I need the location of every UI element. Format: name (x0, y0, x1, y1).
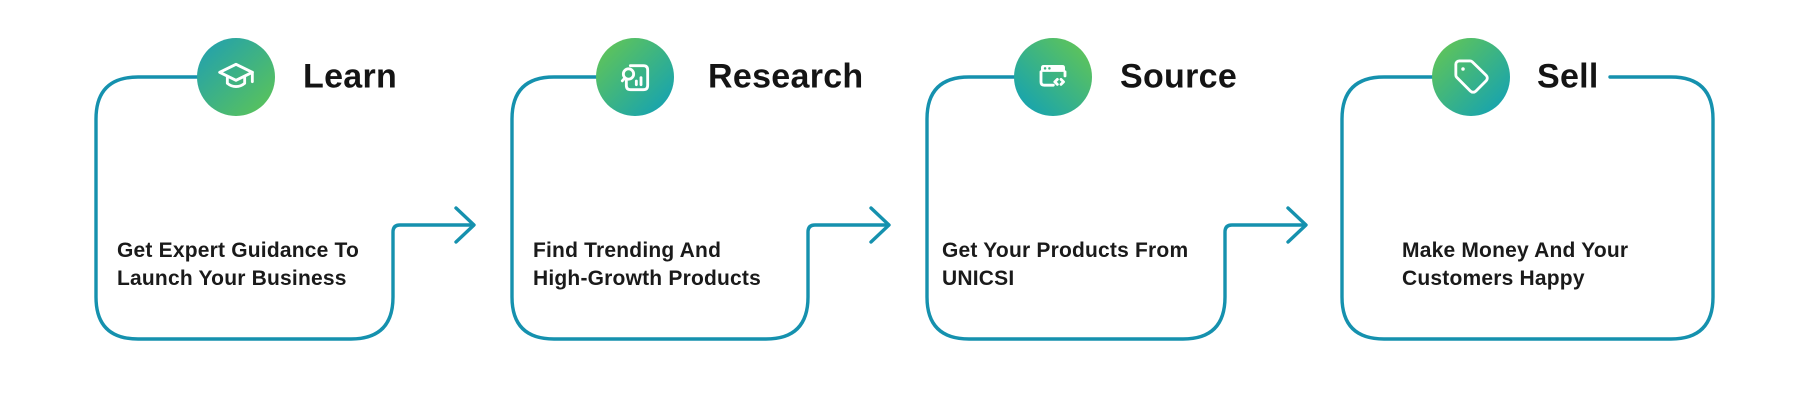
card-outline-learn (94, 75, 473, 341)
price-tag-icon (1454, 59, 1489, 94)
step-description-sell: Make Money And Your Customers Happy (1402, 237, 1628, 293)
step-title-research: Research (708, 57, 864, 96)
step-badge-source (1014, 38, 1092, 116)
step-badge-research (596, 38, 674, 116)
magnifier-chart-icon (620, 64, 650, 92)
step-title-sell: Sell (1537, 57, 1599, 96)
step-badge-sell (1432, 38, 1510, 116)
step-description-line: Get Your Products From (942, 239, 1189, 262)
step-description-line: UNICSI (942, 267, 1015, 290)
step-title-learn: Learn (303, 57, 398, 96)
browser-code-icon (1039, 65, 1067, 87)
step-description-line: Find Trending And (533, 239, 722, 262)
graduation-cap-icon (218, 62, 254, 88)
arrow-head-2 (869, 206, 891, 244)
step-description-line: Make Money And Your (1402, 239, 1629, 262)
step-title-source: Source (1120, 57, 1238, 96)
step-description-research: Find Trending And High-Growth Products (533, 237, 761, 293)
card-outline-research (510, 75, 888, 341)
step-description-line: Launch Your Business (117, 267, 347, 290)
card-outline-source (925, 75, 1305, 341)
arrow-head-1 (454, 206, 476, 244)
step-description-learn: Get Expert Guidance To Launch Your Busin… (117, 237, 359, 293)
step-badge-learn (197, 38, 275, 116)
step-description-line: Get Expert Guidance To (117, 239, 360, 262)
card-outline-sell (1340, 75, 1715, 341)
step-description-line: High-Growth Products (533, 267, 761, 290)
arrow-head-3 (1286, 206, 1308, 244)
step-description-source: Get Your Products From UNICSI (942, 237, 1188, 293)
step-description-line: Customers Happy (1402, 267, 1585, 290)
